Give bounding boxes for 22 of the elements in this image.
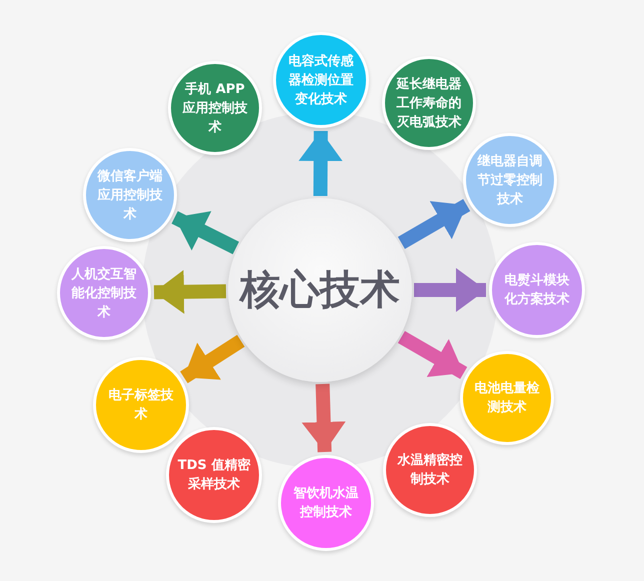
- circle-label: 水温精密控制技术: [396, 452, 464, 489]
- arrow: [298, 130, 343, 196]
- technology-circle: [57, 246, 151, 340]
- arrow: [414, 268, 486, 312]
- circle-label: 电子标签技术: [108, 387, 174, 424]
- circle-label: 电熨斗模块化方案技术: [503, 272, 570, 309]
- arrow: [302, 384, 346, 452]
- circle-label: 智饮机水温控制技术: [292, 485, 360, 522]
- circle-label: TDS 值精密采样技术: [176, 456, 252, 494]
- circle-label: 微信客户端应用控制技术: [96, 168, 164, 224]
- arrow: [398, 199, 470, 249]
- hub-title: 核心技术: [240, 267, 400, 313]
- arrow: [154, 270, 226, 314]
- arrow: [398, 330, 468, 380]
- circle-label: 人机交互智能化控制技术: [70, 266, 138, 322]
- circle-label: 电容式传感器检测位置变化技术: [288, 52, 354, 108]
- arrow: [172, 211, 240, 254]
- circle-label: 继电器自调节过零控制技术: [476, 152, 544, 208]
- circle-label: 延长继电器工作寿命的灭电弧技术: [394, 76, 462, 132]
- circle-label: 手机 APP 应用控制技术: [181, 80, 248, 136]
- circle-label: 电池电量检测技术: [474, 380, 540, 417]
- arrow: [180, 334, 245, 384]
